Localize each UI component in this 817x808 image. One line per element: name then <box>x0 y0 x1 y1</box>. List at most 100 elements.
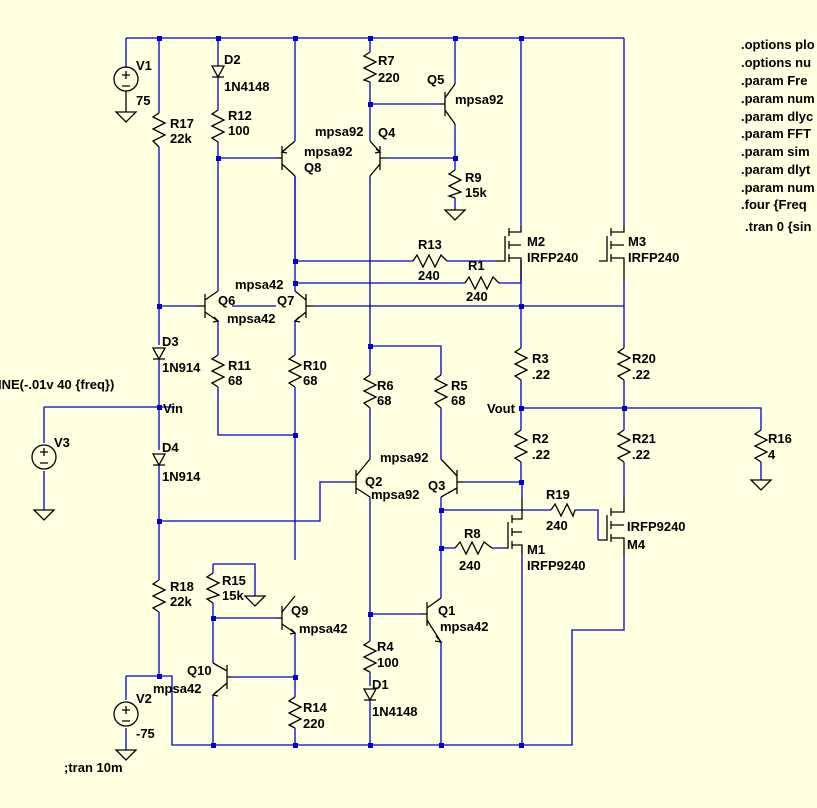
label-v1-value: 75 <box>136 93 150 108</box>
label-q10: Q10 <box>187 663 212 678</box>
label-d2-value: 1N4148 <box>224 79 270 94</box>
resistor-r17 <box>151 112 167 148</box>
label-r9-value: 15k <box>465 185 487 200</box>
label-r5-value: 68 <box>451 393 465 408</box>
transistor-q3 <box>440 458 463 498</box>
label-r20-value: .22 <box>632 367 650 382</box>
label-m3-value: IRFP240 <box>628 250 679 265</box>
label-r11: R11 <box>228 358 251 373</box>
resistor-r15 <box>205 572 221 604</box>
diode-d3 <box>151 347 167 361</box>
diode-d1 <box>362 688 378 702</box>
component-labels: V1 75 V2 -75 V3 D2 1N4148 R12 100 R17 22… <box>0 52 792 775</box>
label-r13: R13 <box>418 237 442 252</box>
label-r4: R4 <box>377 639 394 654</box>
bjts <box>196 83 463 697</box>
source-v2 <box>113 701 139 761</box>
source-v3 <box>31 444 57 521</box>
label-r17-value: 22k <box>170 131 192 146</box>
directive-line: .param num <box>741 91 815 106</box>
label-m4: M4 <box>627 537 646 552</box>
mosfet-m4 <box>598 498 625 555</box>
label-r7: R7 <box>378 53 395 68</box>
resistor-r9 <box>446 169 463 199</box>
resistor-r18 <box>151 579 167 613</box>
transistor-q2 <box>351 458 371 498</box>
label-q9-value: mpsa42 <box>299 621 347 636</box>
label-d3: D3 <box>162 334 179 349</box>
label-m1: M1 <box>527 542 545 557</box>
label-m4-value: IRFP9240 <box>627 519 686 534</box>
label-v2: V2 <box>136 691 152 706</box>
transistor-q8 <box>276 140 296 177</box>
label-q5: Q5 <box>427 72 444 87</box>
label-q2: Q2 <box>365 474 382 489</box>
label-q9: Q9 <box>291 603 308 618</box>
resistor-r1 <box>464 275 500 291</box>
label-r1: R1 <box>468 258 485 273</box>
label-r19: R19 <box>546 487 570 502</box>
label-d4: D4 <box>162 440 179 455</box>
directive-line: .param dlyt <box>741 162 811 177</box>
label-r14: R14 <box>303 700 328 715</box>
directive-line: .param FFT <box>741 126 811 141</box>
resistor-r19 <box>550 502 576 518</box>
ground-symbols <box>243 209 773 607</box>
directive-line: .param dlyc <box>741 109 813 124</box>
resistor-r6 <box>362 374 378 409</box>
label-r15: R15 <box>222 573 246 588</box>
label-d1: D1 <box>372 677 389 692</box>
transistor-q1 <box>421 597 443 643</box>
resistor-r5 <box>433 374 449 409</box>
transistor-q7 <box>293 290 314 323</box>
label-r9: R9 <box>465 170 482 185</box>
label-r17: R17 <box>170 116 194 131</box>
label-q6-value: mpsa42 <box>227 311 275 326</box>
label-r5: R5 <box>451 378 468 393</box>
diode-d2 <box>210 65 226 79</box>
transistor-q5 <box>440 83 456 125</box>
label-q1-value: mpsa42 <box>440 619 488 634</box>
net-label-vout: Vout <box>487 401 516 416</box>
transistor-q4 <box>369 140 386 177</box>
label-d2: D2 <box>224 52 241 67</box>
label-r11-value: 68 <box>228 373 242 388</box>
resistor-r21 <box>616 429 632 463</box>
source-v1 <box>113 66 139 123</box>
resistor-r7 <box>362 51 378 83</box>
resistor-r11 <box>210 354 226 388</box>
label-m3: M3 <box>628 234 646 249</box>
mosfet-m1 <box>505 498 523 555</box>
label-q4: Q4 <box>378 125 396 140</box>
label-r12: R12 <box>228 108 252 123</box>
resistor-r20 <box>616 347 632 381</box>
resistor-r2 <box>513 429 529 463</box>
label-r10: R10 <box>303 358 327 373</box>
transistor-q6 <box>196 290 220 323</box>
label-q8: Q8 <box>304 160 321 175</box>
mosfet-m3 <box>599 226 625 281</box>
directive-line: .options nu <box>741 55 811 70</box>
resistor-r13 <box>412 253 448 269</box>
resistors <box>151 51 769 729</box>
label-q7-value: mpsa42 <box>235 277 283 292</box>
label-r16: R16 <box>768 431 792 446</box>
resistor-r3 <box>513 347 529 381</box>
label-v2-value: -75 <box>136 726 155 741</box>
mosfets <box>495 226 625 555</box>
label-r3-value: .22 <box>532 367 550 382</box>
label-q3: Q3 <box>428 478 445 493</box>
resistor-r8 <box>454 540 493 556</box>
label-r14-value: 220 <box>303 716 325 731</box>
label-q1: Q1 <box>438 603 455 618</box>
transistor-q10 <box>211 662 232 697</box>
label-m2: M2 <box>527 234 545 249</box>
label-r12-value: 100 <box>228 123 250 138</box>
label-r4-value: 100 <box>377 655 399 670</box>
label-q4-value: mpsa92 <box>315 124 363 139</box>
spice-directives: .options plo .options nu .param Fre .par… <box>741 37 815 234</box>
transistor-q9 <box>276 595 297 635</box>
resistor-r10 <box>287 354 303 388</box>
label-r8-value: 240 <box>459 558 481 573</box>
resistor-r16 <box>753 429 769 463</box>
